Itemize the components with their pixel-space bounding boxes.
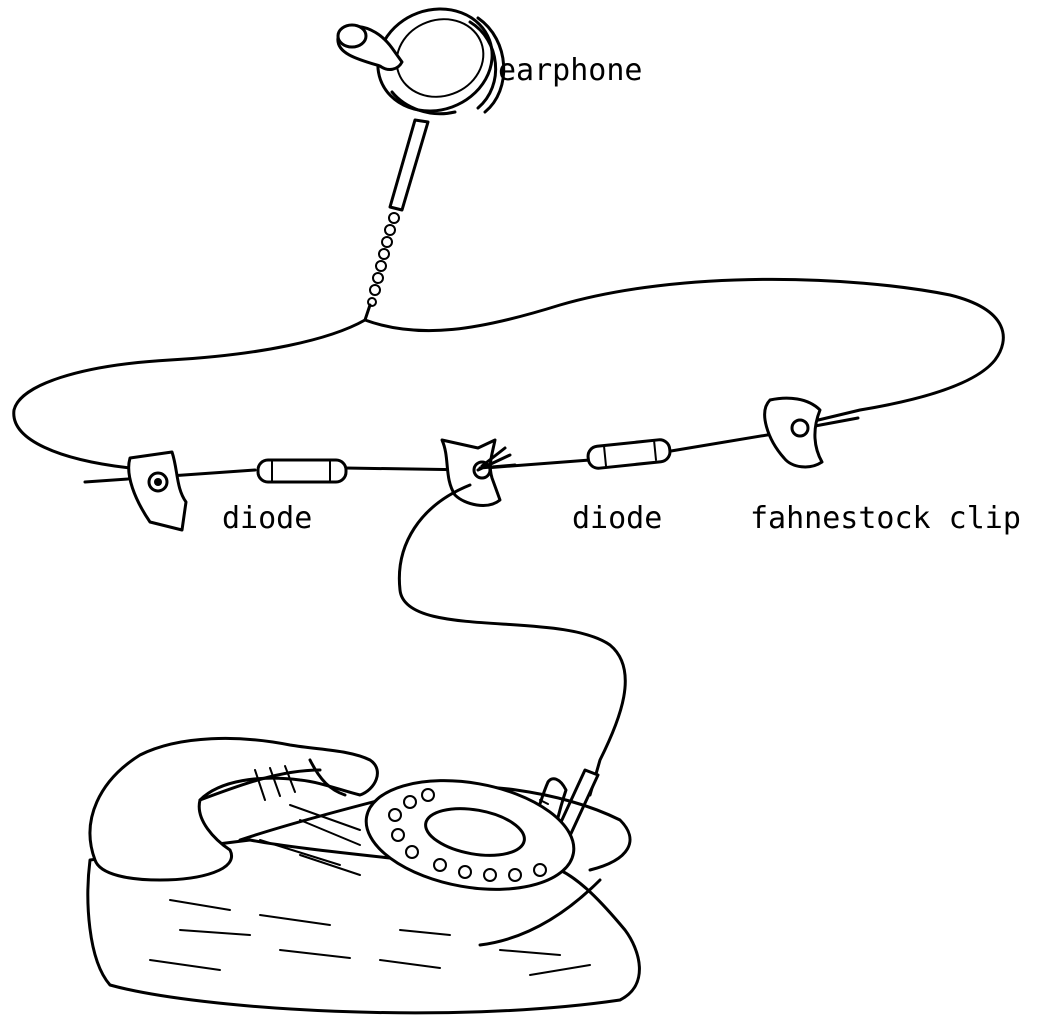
label-earphone: earphone: [498, 53, 643, 88]
label-fahnestock-clip: fahnestock clip: [750, 501, 1021, 536]
earphone-wire-loop: [14, 279, 1004, 468]
label-diode-left: diode: [222, 501, 312, 536]
fahnestock-clip-right: [765, 398, 822, 467]
diode-right-component: [587, 439, 671, 469]
fahnestock-clip-left: [129, 452, 186, 530]
earphone-drawing: [338, 0, 507, 306]
fahnestock-clip-center: [442, 440, 515, 505]
label-diode-right: diode: [572, 501, 662, 536]
diode-left-component: [258, 460, 346, 482]
